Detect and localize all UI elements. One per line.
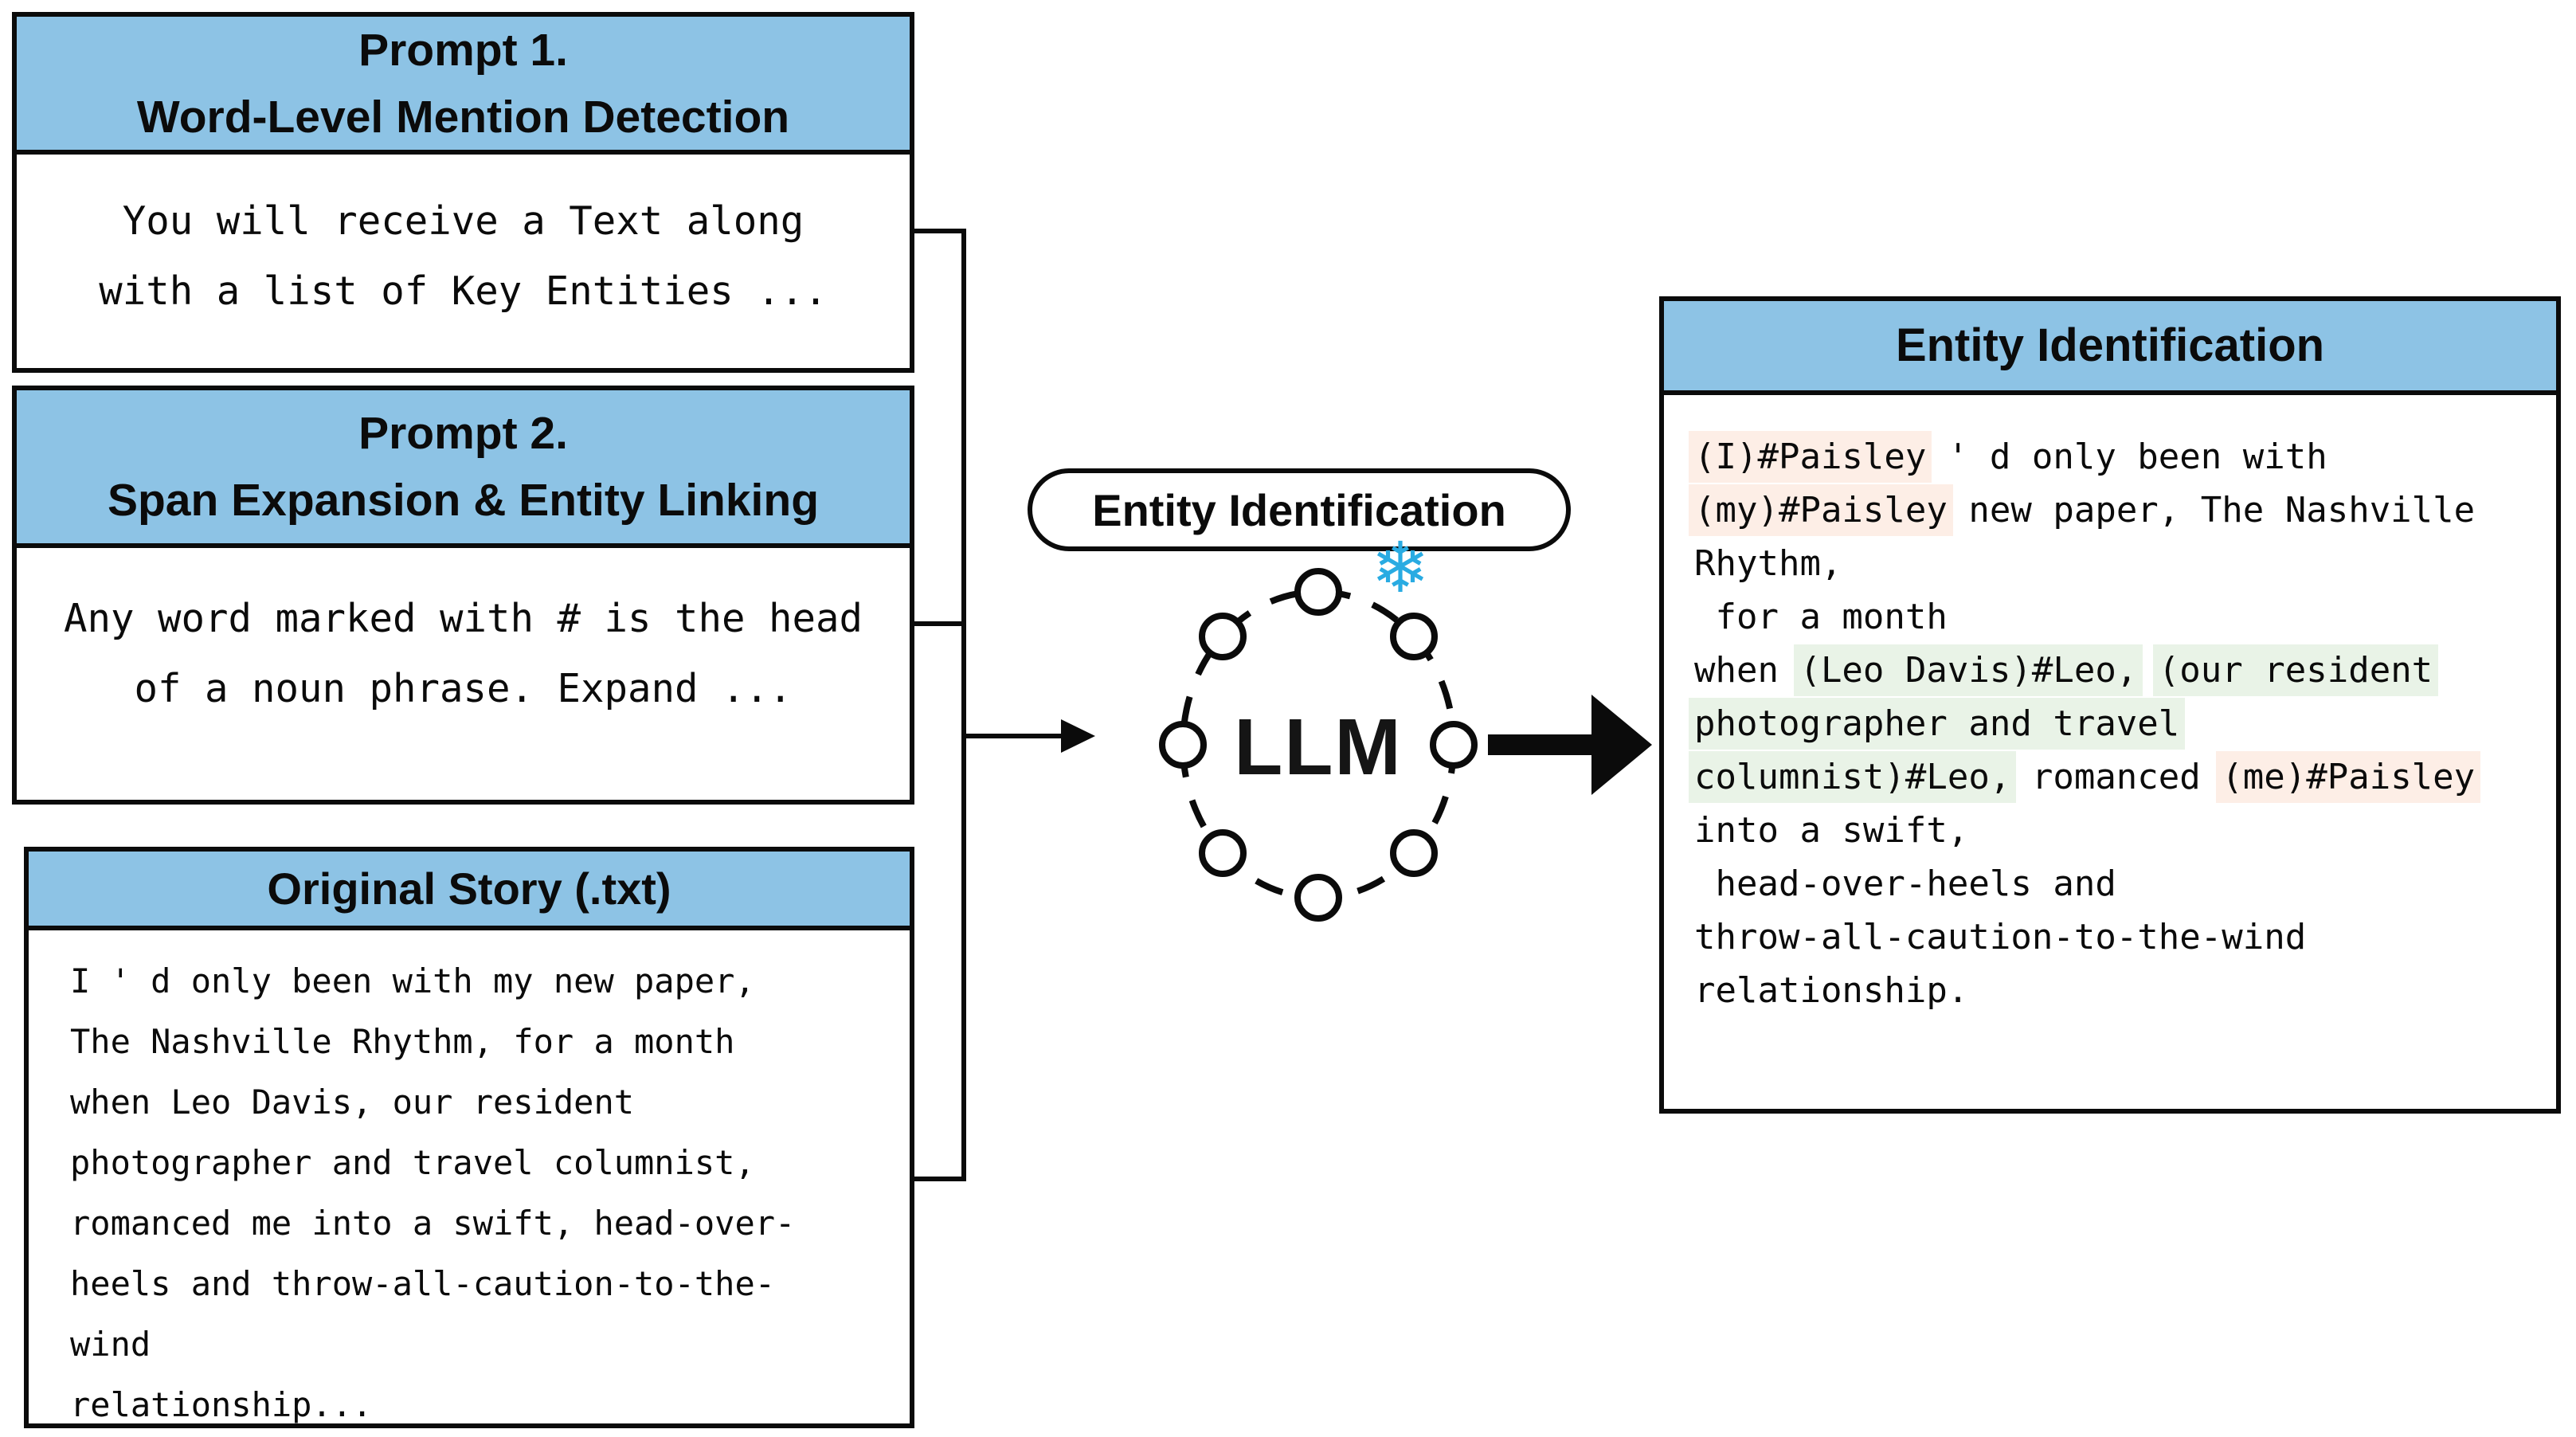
output-text-line: when (Leo Davis)#Leo, (our resident xyxy=(1694,644,2542,697)
prompt1-body-line: You will receive a Text along xyxy=(122,198,805,244)
output-text-line: Rhythm, xyxy=(1694,537,2542,590)
plain-text-segment: head-over-heels and xyxy=(1694,863,2116,904)
plain-text-segment: into a swift, xyxy=(1694,810,1969,851)
bracket-connector xyxy=(914,229,966,1181)
prompt2-box: Prompt 2. Span Expansion & Entity Linking… xyxy=(12,386,914,805)
prompt1-body-line: with a list of Key Entities ... xyxy=(99,268,828,314)
entity-highlight-leo: photographer and travel xyxy=(1694,703,2180,744)
plain-text-segment xyxy=(2137,650,2159,691)
entity-highlight-leo: (our resident xyxy=(2158,650,2433,691)
entity-highlight-leo: (Leo Davis)#Leo, xyxy=(1799,650,2138,691)
output-title: Entity Identification xyxy=(1895,319,2325,371)
original-story-body-line: romanced me into a swift, head-over- xyxy=(70,1204,796,1243)
prompt2-body-line: Any word marked with # is the head xyxy=(63,596,863,641)
output-text-line: photographer and travel xyxy=(1694,697,2542,750)
plain-text-segment: throw-all-caution-to-the-wind xyxy=(1694,917,2307,957)
original-story-body-line: when Leo Davis, our resident xyxy=(70,1083,635,1122)
entity-identification-pill-label: Entity Identification xyxy=(1092,484,1506,535)
entity-highlight-paisley: (me)#Paisley xyxy=(2222,757,2476,797)
prompt2-title-line: Span Expansion & Entity Linking xyxy=(107,475,820,526)
prompt2-body: Any word marked with # is the head of a n… xyxy=(17,548,910,800)
plain-text-segment: new paper, The Nashville xyxy=(1947,490,2476,531)
plain-text-segment: for a month xyxy=(1694,597,1948,637)
entity-identification-pill: Entity Identification xyxy=(1028,468,1571,551)
plain-text-segment: Rhythm, xyxy=(1694,543,1842,584)
output-arrow xyxy=(1488,695,1652,795)
entity-highlight-leo: columnist)#Leo, xyxy=(1694,757,2011,797)
prompt2-header: Prompt 2. Span Expansion & Entity Linking xyxy=(17,390,910,548)
original-story-body-line: photographer and travel columnist, xyxy=(70,1143,755,1182)
prompt1-header: Prompt 1. Word-Level Mention Detection xyxy=(17,17,910,155)
plain-text-segment: when xyxy=(1694,650,1800,691)
output-text-line: into a swift, xyxy=(1694,804,2542,857)
entity-highlight-paisley: (I)#Paisley xyxy=(1694,437,1927,477)
prompt1-title-line: Prompt 1. xyxy=(358,24,568,76)
prompt1-body: You will receive a Text along with a list… xyxy=(17,155,910,368)
original-story-box: Original Story (.txt) I ' d only been wi… xyxy=(24,847,914,1428)
llm-label: LLM xyxy=(1234,702,1403,792)
original-story-body-line: The Nashville Rhythm, for a month xyxy=(70,1022,735,1061)
output-text-line: for a month xyxy=(1694,590,2542,644)
entity-identification-output-box: Entity Identification (I)#Paisley ' d on… xyxy=(1659,296,2561,1114)
output-text-line: (I)#Paisley ' d only been with xyxy=(1694,430,2542,484)
original-story-body: I ' d only been with my new paper, The Na… xyxy=(29,930,910,1435)
original-story-header: Original Story (.txt) xyxy=(29,852,910,930)
output-text-line: head-over-heels and xyxy=(1694,857,2542,910)
snowflake-icon: ❄ xyxy=(1371,527,1430,609)
prompt1-box: Prompt 1. Word-Level Mention Detection Yo… xyxy=(12,12,914,373)
prompt2-title-line: Prompt 2. xyxy=(358,408,568,459)
output-text-line: (my)#Paisley new paper, The Nashville xyxy=(1694,484,2542,537)
output-text-line: columnist)#Leo, romanced (me)#Paisley xyxy=(1694,750,2542,804)
plain-text-segment: romanced xyxy=(2010,757,2222,797)
original-story-body-line: I ' d only been with my new paper, xyxy=(70,961,755,1000)
original-story-body-line: heels and throw-all-caution-to-the- xyxy=(70,1264,776,1303)
entity-highlight-paisley: (my)#Paisley xyxy=(1694,490,1948,531)
output-text-line: throw-all-caution-to-the-wind xyxy=(1694,910,2542,964)
plain-text-segment: relationship. xyxy=(1694,970,1969,1011)
original-story-title-line: Original Story (.txt) xyxy=(267,863,671,914)
output-body: (I)#Paisley ' d only been with(my)#Paisl… xyxy=(1664,395,2556,1109)
output-header: Entity Identification xyxy=(1664,301,2556,395)
output-text-line: relationship. xyxy=(1694,964,2542,1017)
original-story-body-line: relationship... xyxy=(70,1385,373,1424)
prompt2-body-line: of a noun phrase. Expand ... xyxy=(134,666,793,711)
input-arrow xyxy=(964,719,1095,753)
prompt1-title-line: Word-Level Mention Detection xyxy=(136,91,790,143)
original-story-body-line: wind xyxy=(70,1325,151,1364)
plain-text-segment: ' d only been with xyxy=(1926,437,2327,477)
